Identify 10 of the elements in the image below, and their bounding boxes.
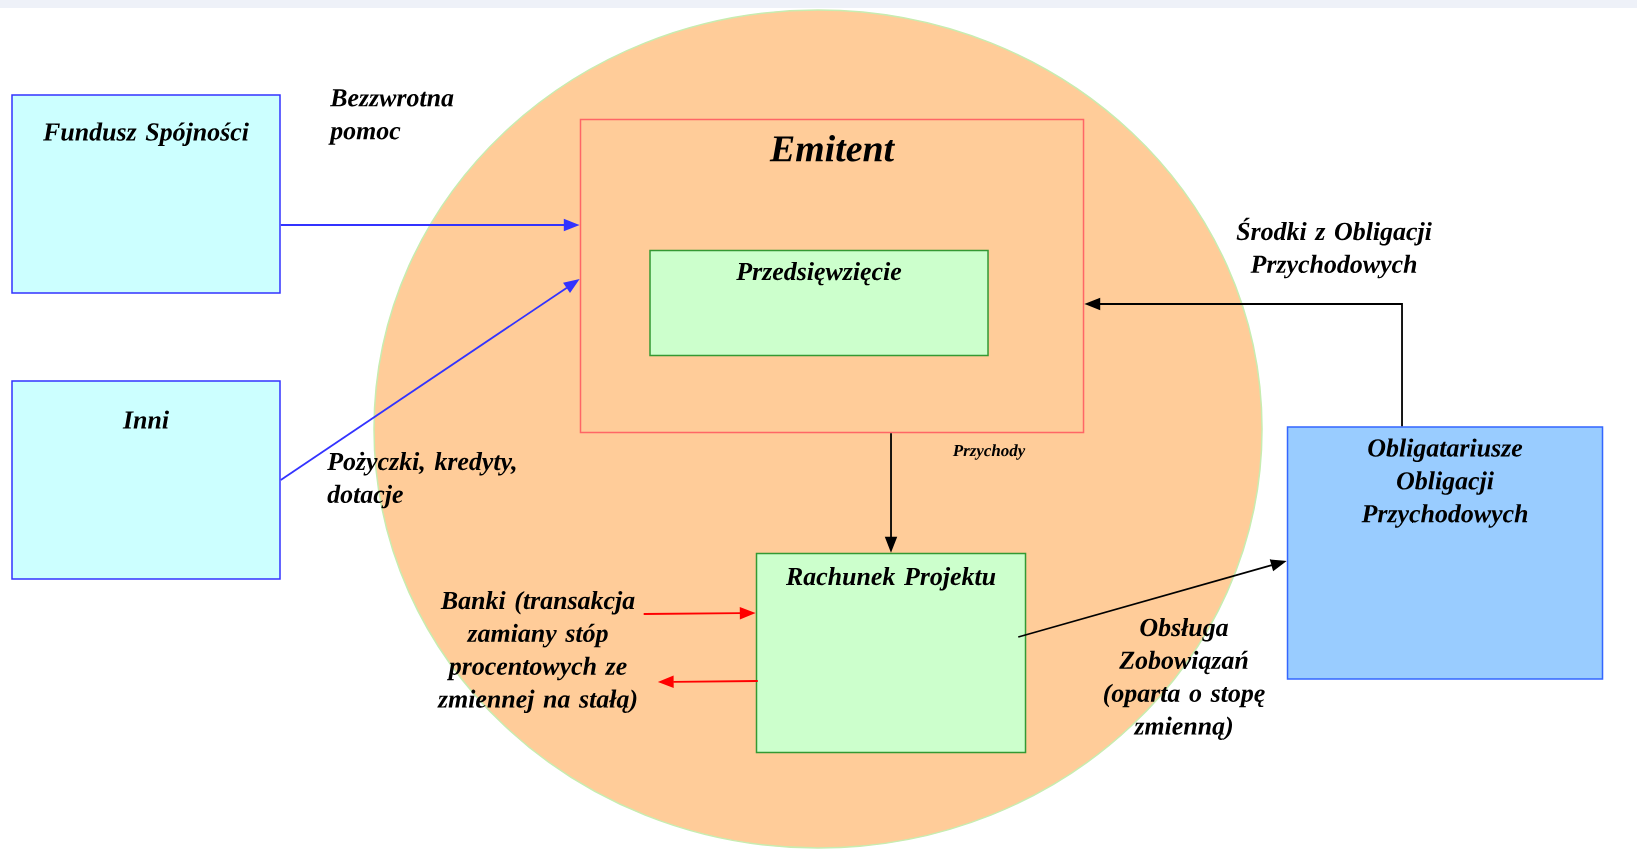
edge-label: Pożyczki, kredyty, dotacje	[327, 451, 516, 509]
edge-label: Środki z Obligacji Przychodowych	[1236, 217, 1432, 279]
edge-label: Obsługa Zobowiązań (oparta o stopę zmienną)	[1104, 617, 1265, 741]
bondholders-box: Obligatariusze Obligacji Przychodowych	[1286, 426, 1604, 680]
edge-label: Bezzwrotna pomoc	[328, 89, 454, 145]
source-box: Fundusz Spójności	[11, 94, 281, 294]
project-box: Przedsięwzięcie	[649, 249, 989, 357]
account-box: Rachunek Projektu	[755, 552, 1027, 754]
edge-label: Przychody	[952, 444, 1026, 460]
source-box: Inni	[11, 380, 281, 580]
